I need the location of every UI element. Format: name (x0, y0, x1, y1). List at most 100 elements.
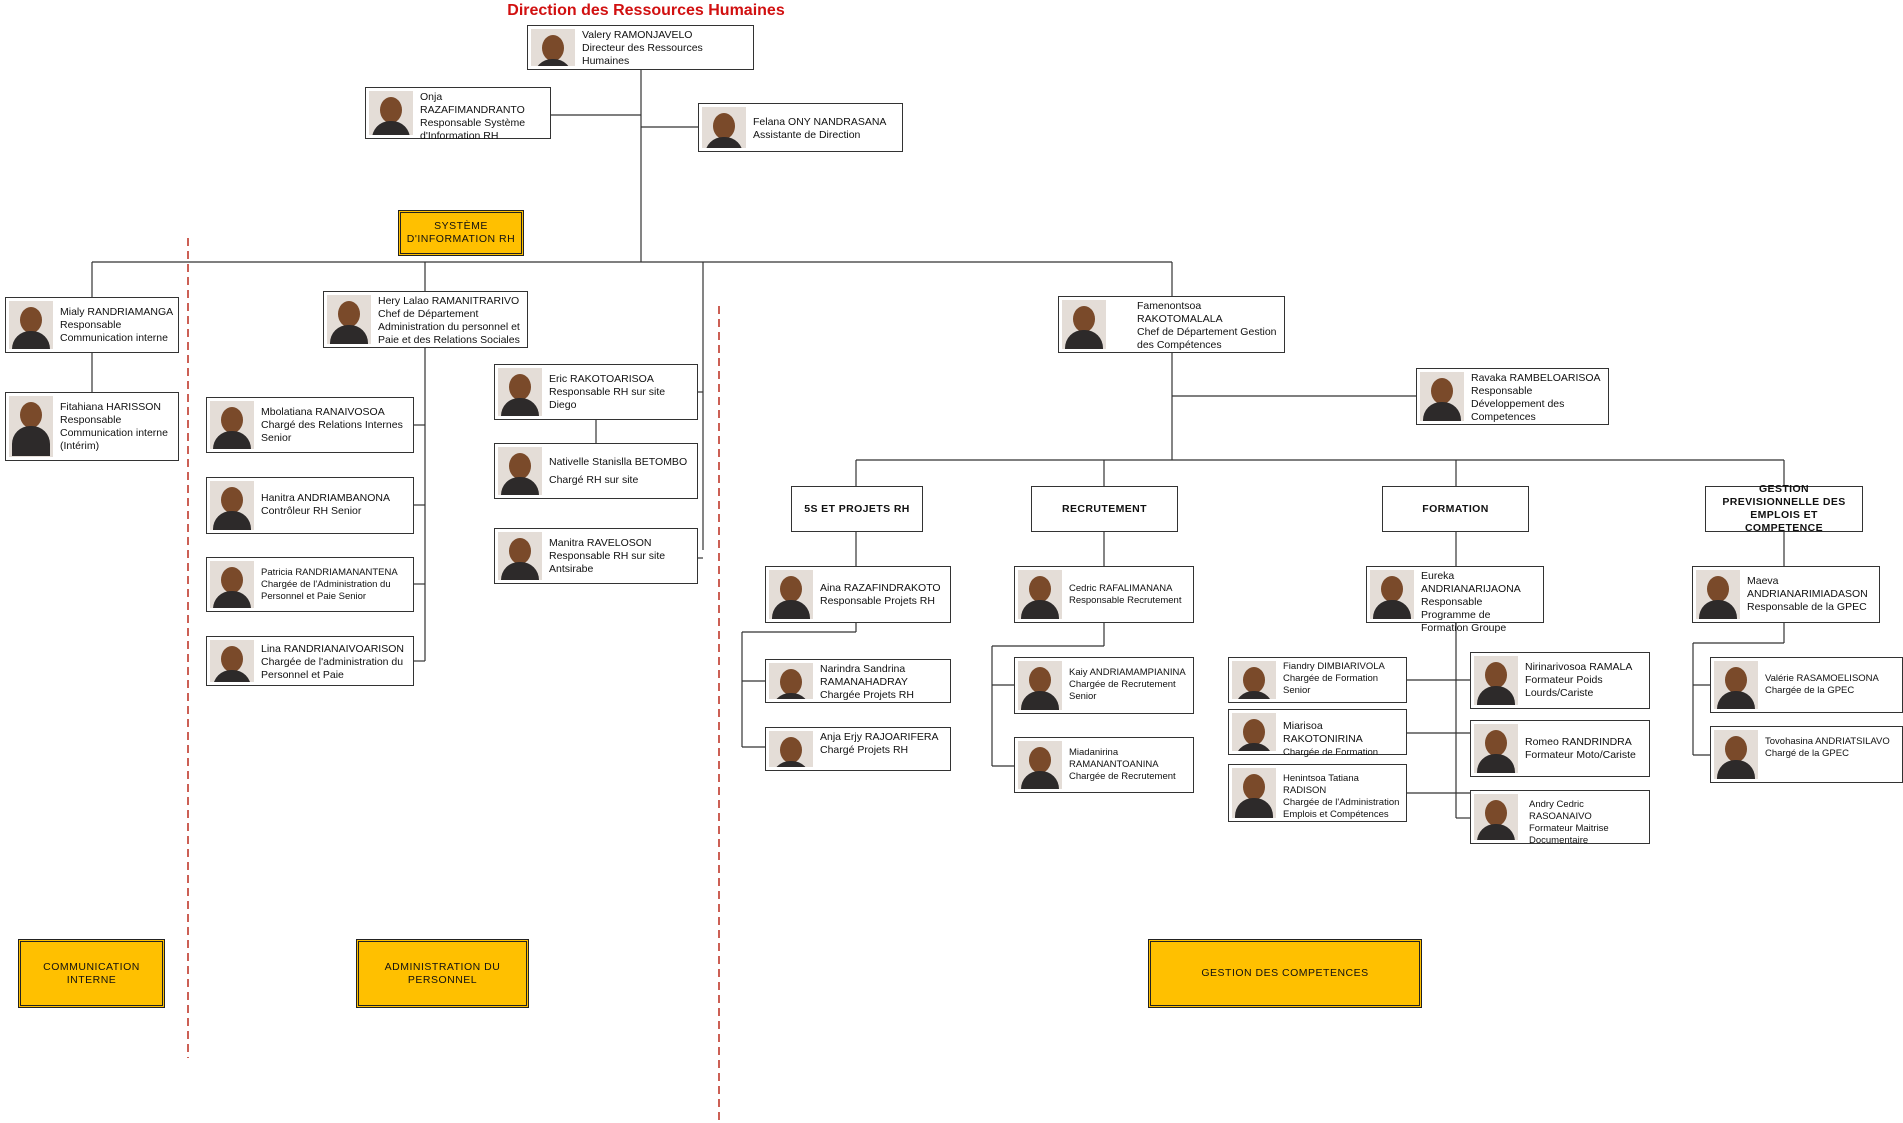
person-name: Onja RAZAFIMANDRANTO (420, 91, 525, 116)
person-name: Manitra RAVELOSON (549, 537, 652, 549)
person-photo (369, 91, 413, 135)
person-role: Formateur Moto/Cariste (1525, 749, 1636, 761)
person-name: Anja Erjy RAJOARIFERA (820, 731, 939, 743)
person-name: Henintsoa Tatiana RADISON (1283, 773, 1359, 796)
person-name: Hery Lalao RAMANITRARIVO (378, 295, 520, 307)
person-photo (210, 640, 254, 682)
person-role: Chargée de Formation (1283, 747, 1379, 758)
person-name: Famenontsoa RAKOTOMALALA (1137, 300, 1223, 325)
person-photo (498, 532, 542, 580)
person-role: Chargée de l'Administration Emplois et C… (1283, 797, 1400, 820)
person-role: Chargée Projets RH (820, 689, 914, 701)
person-photo (1018, 570, 1062, 619)
person-role: Responsable de la GPEC (1747, 601, 1867, 613)
person-name: Tovohasina ANDRIATSILAVO (1765, 736, 1890, 747)
person-name: Romeo RANDRINDRA (1525, 736, 1632, 748)
person-name: Nirinarivosoa RAMALA (1525, 661, 1633, 673)
person-photo (531, 29, 575, 66)
person-role: Chargé des Relations Internes Senior (261, 419, 403, 444)
section-competences: GESTION DES COMPETENCES (1148, 939, 1422, 1008)
person-role: Responsable Programme de Formation Group… (1421, 596, 1507, 634)
person-role: Formateur Maitrise Documentaire (1529, 823, 1609, 846)
person-role: Responsable Système d'Information RH (420, 117, 526, 142)
person-name: Mbolatiana RANAIVOSOA (261, 406, 385, 418)
person-photo (1232, 661, 1276, 699)
person-name: Mialy RANDRIAMANGA (60, 306, 174, 318)
section-communication: COMMUNICATION INTERNE (18, 939, 165, 1008)
person-role: Responsable Communication interne (60, 319, 168, 344)
person-name: Felana ONY NANDRASANA (753, 116, 887, 128)
person-role: Chargée de la GPEC (1765, 685, 1855, 696)
person-photo (769, 663, 813, 699)
person-photo (1232, 713, 1276, 751)
person-name: Andry Cedric RASOANAIVO (1529, 799, 1592, 822)
person-photo (1018, 661, 1062, 710)
dept-5s-projets-rh: 5S ET PROJETS RH (791, 486, 923, 532)
dept-formation: FORMATION (1382, 486, 1529, 532)
person-role: Chargé Projets RH (820, 744, 909, 756)
person-name: Aina RAZAFINDRAKOTO (820, 582, 941, 594)
person-name: Lina RANDRIANAIVOARISON (261, 643, 404, 655)
person-photo (1062, 300, 1106, 349)
person-photo (210, 561, 254, 608)
person-role: Assistante de Direction (753, 129, 861, 141)
section-sirh: SYSTÈME D'INFORMATION RH (398, 210, 524, 256)
dept-recrutement: RECRUTEMENT (1031, 486, 1178, 532)
person-photo (210, 481, 254, 530)
person-name: Fitahiana HARISSON (60, 401, 161, 413)
person-role: Formateur Poids Lourds/Cariste (1525, 674, 1603, 699)
person-name: Hanitra ANDRIAMBANONA (261, 492, 390, 504)
person-photo (1474, 724, 1518, 773)
person-name: Fiandry DIMBIARIVOLA (1283, 661, 1385, 672)
person-name: Narindra Sandrina RAMANAHADRAY (820, 663, 908, 688)
person-role: Chef de Département Administration du pe… (378, 308, 520, 346)
person-photo (9, 301, 53, 349)
person-photo (1474, 656, 1518, 705)
person-role: Responsable RH sur site Antsirabe (549, 550, 666, 575)
person-photo (769, 731, 813, 767)
person-name: Kaiy ANDRIAMAMPIANINA (1069, 667, 1186, 678)
person-name: Maeva ANDRIANARIMIADASON (1747, 575, 1868, 600)
person-role: Chargé RH sur site (549, 474, 639, 486)
person-photo (1714, 661, 1758, 709)
person-name: Miarisoa RAKOTONIRINA (1283, 720, 1363, 745)
person-role: Responsable Projets RH (820, 595, 935, 607)
person-role: Chargé de la GPEC (1765, 748, 1849, 759)
person-role: Contrôleur RH Senior (261, 505, 362, 517)
person-role: Directeur des Ressources Humaines (582, 42, 703, 67)
person-role: Responsable Communication interne (Intér… (60, 414, 168, 452)
person-photo (210, 401, 254, 449)
person-photo (498, 368, 542, 416)
person-role: Responsable Développement des Competence… (1471, 385, 1565, 423)
person-photo (9, 396, 53, 457)
formation-staff-box: Miarisoa RAKOTONIRINA Chargée de Formatio… (1228, 709, 1407, 758)
person-role: Chef de Département Gestion des Compéten… (1137, 326, 1277, 351)
section-administration: ADMINISTRATION DU PERSONNEL (356, 939, 529, 1008)
person-name: Valery RAMONJAVELO (582, 29, 693, 41)
